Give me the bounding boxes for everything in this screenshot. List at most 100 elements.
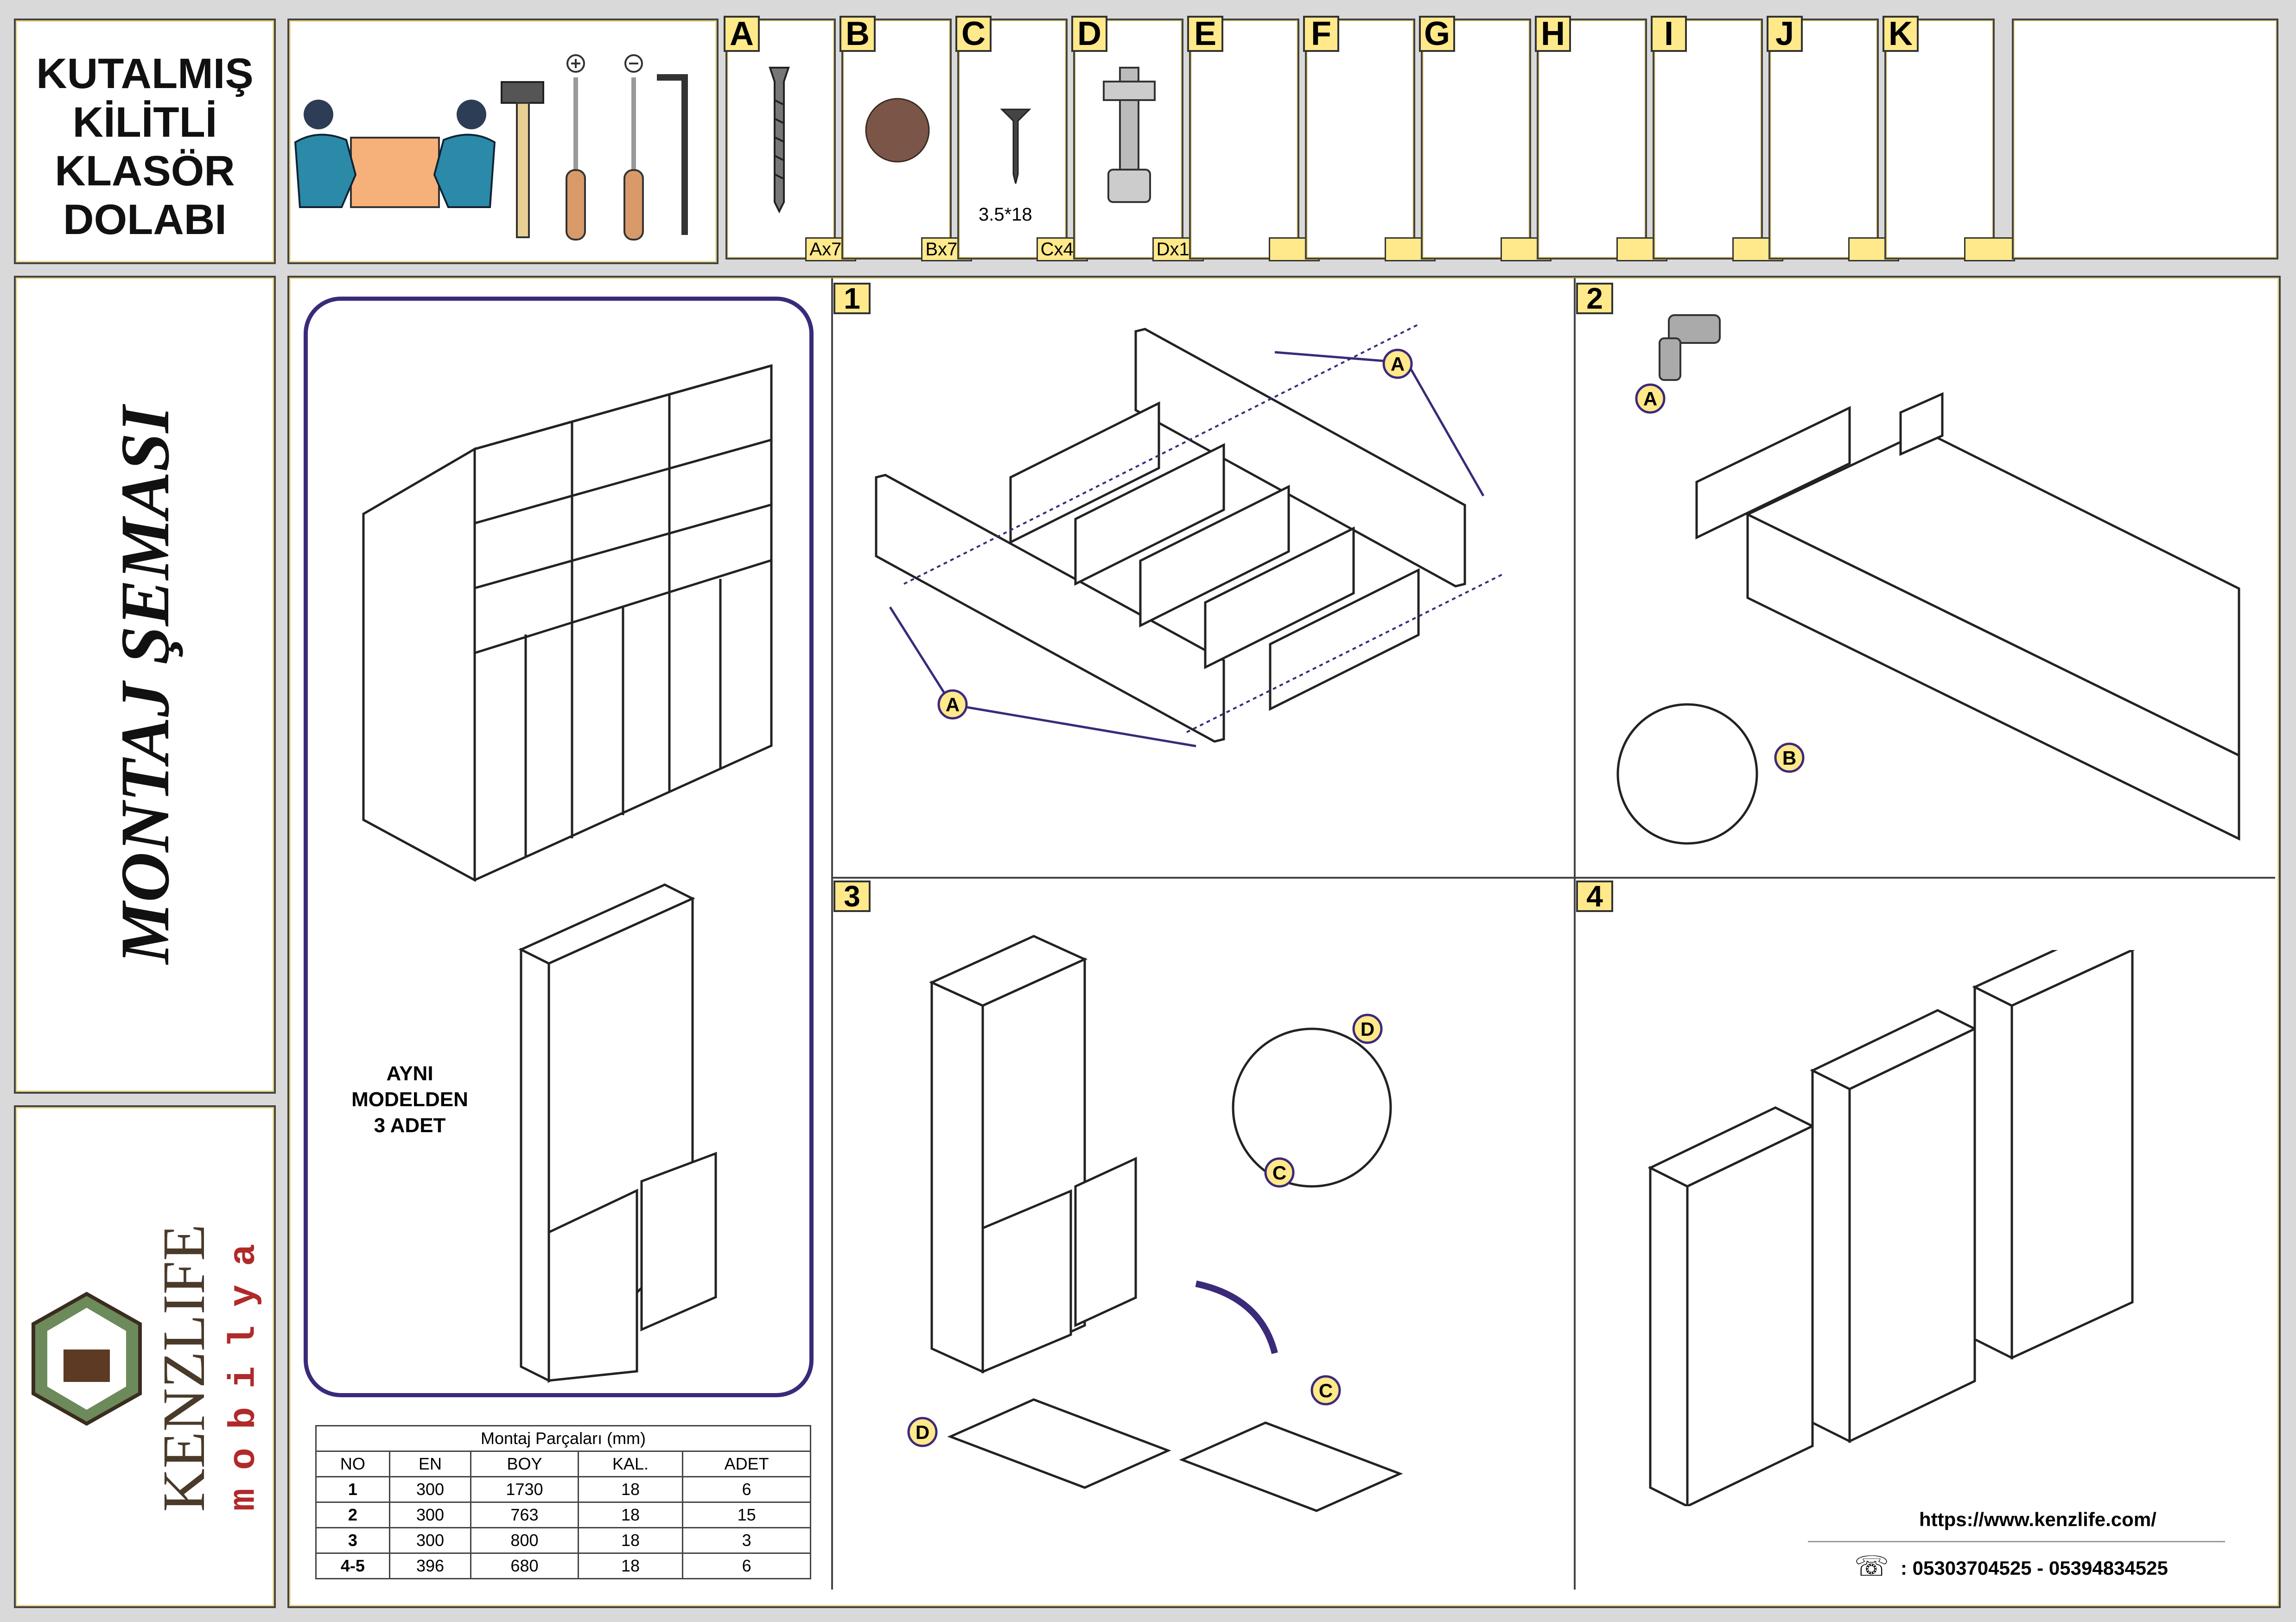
callout-b: B <box>1782 747 1796 769</box>
hardware-letter: K <box>1883 16 1919 52</box>
title-line: DOLABI <box>63 196 227 243</box>
hardware-card-b: B Bx72 <box>840 16 972 261</box>
hardware-letter: C <box>955 16 992 52</box>
hardware-card-i: I <box>1651 16 1783 261</box>
assembled-cabinets <box>1647 950 2135 1506</box>
hardware-letter: G <box>1419 16 1455 52</box>
parts-table-header: ADET <box>682 1451 811 1477</box>
website-link[interactable]: https://www.kenzlife.com/ <box>1919 1508 2156 1530</box>
hinge-detail-circle <box>1232 1027 1392 1188</box>
table-cell: 680 <box>470 1552 579 1579</box>
table-cell: 3 <box>682 1527 811 1554</box>
table-cell: 396 <box>388 1552 472 1579</box>
table-cell: 300 <box>388 1502 472 1528</box>
hardware-letter: J <box>1767 16 1803 52</box>
cabinet-overview-illustration <box>362 364 773 882</box>
hardware-card-a: A Ax72 <box>724 16 856 261</box>
hardware-card-g: G <box>1419 16 1552 261</box>
hardware-letter: F <box>1303 16 1339 52</box>
hardware-letter: B <box>840 16 876 52</box>
workers-icon <box>294 100 496 208</box>
step-grid-vertical-divider <box>831 278 833 1590</box>
hardware-card-e: E <box>1187 16 1320 261</box>
drill-icon <box>1659 314 1721 381</box>
table-cell: 2 <box>315 1502 390 1528</box>
table-cell: 1730 <box>470 1476 579 1503</box>
allen-key-icon <box>657 74 688 235</box>
side-title-panel: MONTAJ ŞEMASI <box>14 276 276 1094</box>
overview-note-line: AYNI <box>386 1062 433 1085</box>
callout-d: D <box>916 1421 929 1443</box>
hardware-letter: A <box>724 16 760 52</box>
hardware-letter: H <box>1535 16 1571 52</box>
screw-size-label: 3.5*18 <box>979 204 1032 225</box>
step-grid-horizontal-divider <box>831 877 2275 879</box>
callout-c: C <box>1272 1162 1286 1184</box>
parts-table-header: NO <box>315 1451 390 1477</box>
callout-d: D <box>1361 1018 1374 1040</box>
dowel-screw-icon <box>769 67 790 214</box>
table-cell: 18 <box>577 1502 684 1528</box>
callout-c: C <box>1319 1380 1333 1401</box>
parts-table-header: KAL. <box>577 1451 684 1477</box>
table-cell: 18 <box>577 1552 684 1579</box>
table-cell: 763 <box>470 1502 579 1528</box>
title-line: KUTALMIŞ <box>36 50 254 97</box>
wood-screw-icon <box>1000 108 1031 184</box>
brand-sub: mobilya <box>223 1225 266 1511</box>
phone-numbers: : 05303704525 - 05394834525 <box>1901 1557 2168 1579</box>
step-3-illustration: D C D C <box>907 935 1403 1512</box>
parts-table-header: BOY <box>470 1451 579 1477</box>
step-4-illustration <box>1647 950 2135 1506</box>
tools-panel <box>287 19 719 264</box>
side-title: MONTAJ ŞEMASI <box>106 406 184 964</box>
table-row: 2 300 763 18 15 <box>315 1502 811 1528</box>
overview-note-line: MODELDEN <box>351 1088 468 1111</box>
table-row: 4-5 396 680 18 6 <box>315 1552 811 1579</box>
tools-illustration <box>294 54 688 241</box>
hardware-quantity <box>1964 237 2015 261</box>
title-line: KLASÖR <box>55 147 235 195</box>
hardware-card-d: D Dx12 <box>1071 16 1204 261</box>
brand-panel: KENZLIFE mobilya <box>14 1105 276 1608</box>
overview-note-line: 3 ADET <box>374 1114 446 1137</box>
phone-icon: ☏ <box>1854 1551 1889 1582</box>
step-2-illustration: A B <box>1616 314 2240 845</box>
parts-table-header: EN <box>388 1451 472 1477</box>
table-cell: 4-5 <box>315 1552 390 1579</box>
step-number-3: 3 <box>833 881 871 912</box>
hardware-letter: I <box>1651 16 1687 52</box>
screw-cap-icon <box>865 98 930 163</box>
parts-table-caption: Montaj Parçaları (mm) <box>315 1425 811 1452</box>
table-cell: 300 <box>388 1476 472 1503</box>
hammer-icon <box>501 81 544 238</box>
screwdriver-icon <box>566 54 644 241</box>
step-grid-vertical-divider <box>1574 278 1576 1590</box>
single-cabinet-illustration <box>518 883 717 1384</box>
table-cell: 6 <box>682 1476 811 1503</box>
table-row: 1 300 1730 18 6 <box>315 1476 811 1503</box>
hardware-card-k: K <box>1883 16 2015 261</box>
table-cell: 15 <box>682 1502 811 1528</box>
hardware-letter: E <box>1187 16 1223 52</box>
table-cell: 3 <box>315 1527 390 1554</box>
table-row: 3 300 800 18 3 <box>315 1527 811 1554</box>
hardware-card-j: J <box>1767 16 1899 261</box>
hardware-letter: D <box>1071 16 1107 52</box>
table-cell: 1 <box>315 1476 390 1503</box>
table-cell: 300 <box>388 1527 472 1554</box>
table-cell: 6 <box>682 1552 811 1579</box>
step-number-4: 4 <box>1576 881 1613 912</box>
callout-a: A <box>946 694 960 716</box>
step-number-2: 2 <box>1576 283 1613 314</box>
table-cell: 800 <box>470 1527 579 1554</box>
overview-note: AYNI MODELDEN 3 ADET <box>340 1061 479 1139</box>
contact-divider <box>1808 1541 2225 1542</box>
step-number-1: 1 <box>833 283 871 314</box>
step-1-illustration: A A <box>875 324 1502 748</box>
arrow-icon <box>1195 1280 1278 1354</box>
title-panel: KUTALMIŞ KİLİTLİ KLASÖR DOLABI <box>14 19 276 264</box>
title-line: KİLİTLİ <box>72 99 217 146</box>
detail-circle <box>1616 703 1758 845</box>
hinge-icon <box>1103 67 1156 203</box>
